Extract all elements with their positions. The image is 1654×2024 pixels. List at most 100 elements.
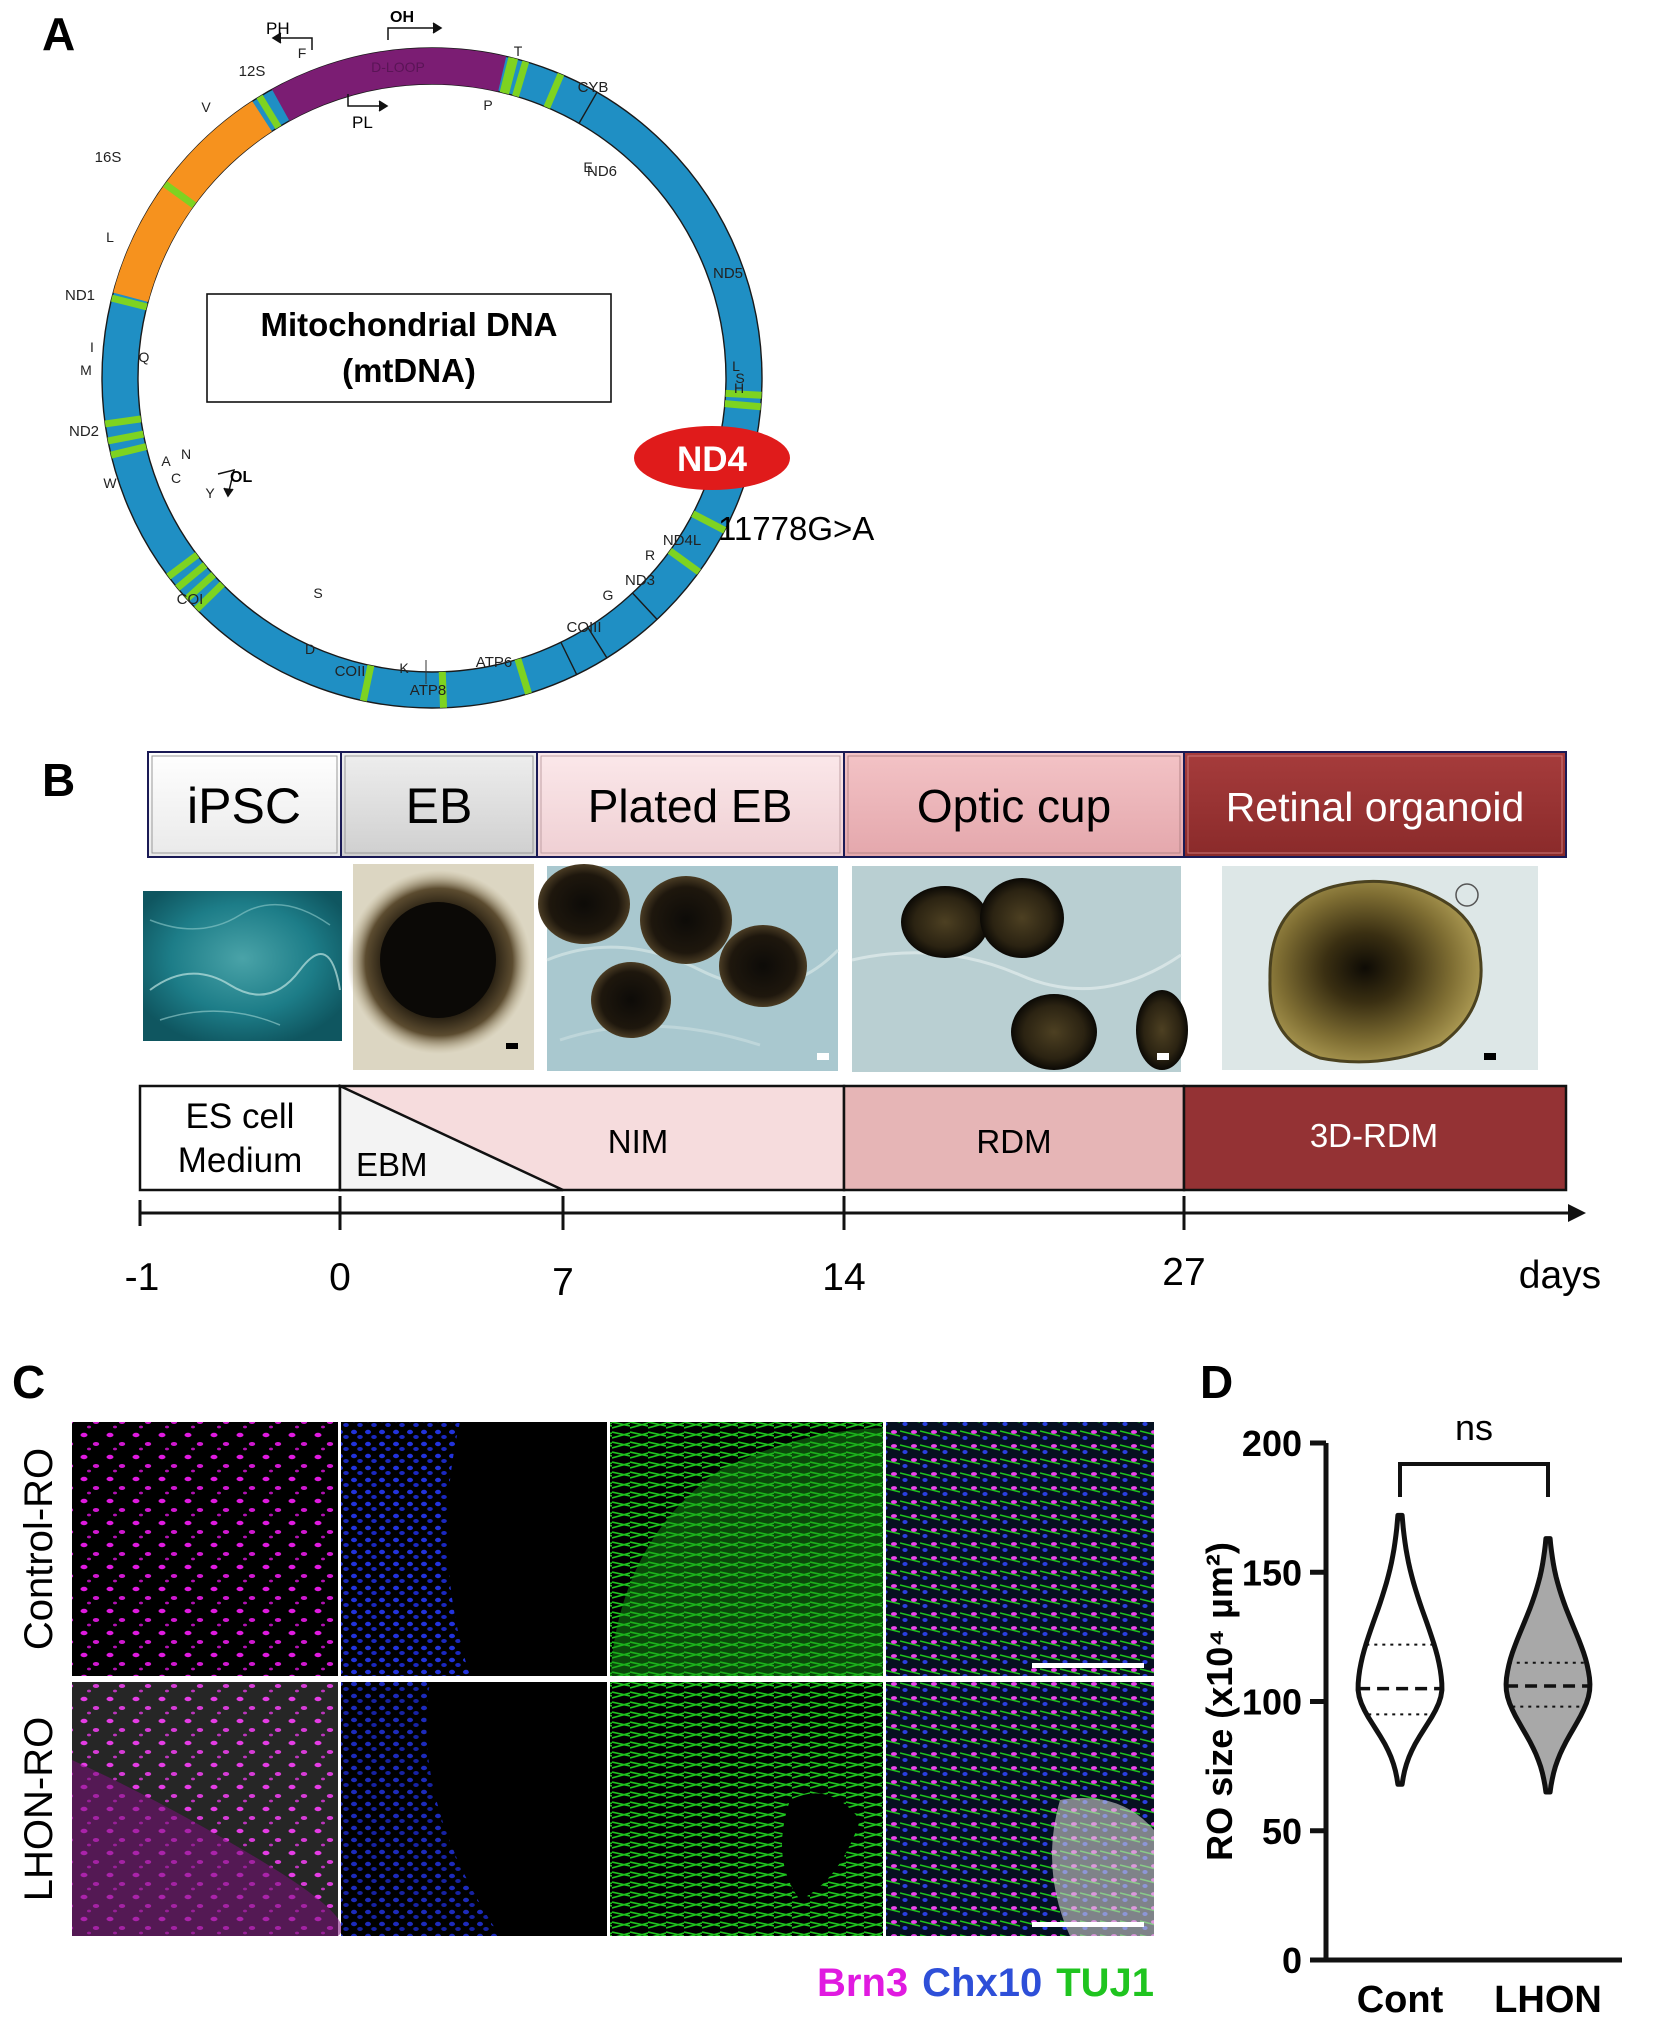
trna-label-h-16: H [734, 380, 744, 396]
micrograph-ipsc [143, 891, 342, 1041]
media-rdm [842, 1084, 1186, 1192]
stage-box-optic-cup [843, 751, 1185, 858]
media-rdm-label: RDM [976, 1123, 1051, 1160]
stain-control-brn3 [72, 1422, 338, 1676]
y-tick-label-50: 50 [1262, 1811, 1302, 1852]
mtdna-title-line1: Mitochondrial DNA [261, 306, 558, 343]
panel-label-c: C [12, 1356, 45, 1408]
violin-cont [1355, 1512, 1445, 1787]
gene-divider-2 [578, 91, 598, 124]
pl-arrow [347, 94, 389, 112]
stage-box-ipsc [147, 751, 342, 858]
significance-bracket [1398, 1462, 1550, 1497]
micrograph-optic-cup [851, 866, 1188, 1072]
timeline-tick-7: 7 [552, 1261, 574, 1304]
gene-label-nd3: ND3 [625, 572, 655, 589]
significance-label: ns [1455, 1407, 1493, 1448]
y-tick-label-150: 150 [1242, 1552, 1302, 1593]
micrograph-plated-eb [538, 864, 840, 1071]
dloop-label: D-LOOP [371, 59, 425, 75]
trna-label-t-20: T [514, 43, 523, 59]
gene-label-atp8: ATP8 [410, 682, 446, 699]
trna-label-w-6: W [103, 475, 117, 491]
gene-divider-1 [631, 592, 658, 620]
channel-legend-brn3: Brn3 [817, 1961, 908, 2005]
micrograph-eb [347, 864, 534, 1070]
gene-label-nd4l: ND4L [663, 532, 701, 549]
trna-label-n-8: N [181, 446, 191, 462]
immunostain-grid [70, 1420, 1156, 1938]
trna-band-16 [725, 389, 762, 399]
trna-band-13 [667, 547, 702, 575]
timeline-tick-27: 27 [1162, 1251, 1205, 1294]
trna-label-s-17: S [735, 370, 744, 386]
trna-band-14 [691, 510, 727, 534]
gene-divider-3 [560, 641, 578, 675]
timeline-unit: days [1519, 1254, 1601, 1297]
timeline: -1 0 7 14 27 days [125, 1196, 1601, 1304]
row-label-lhon-ro: LHON-RO [17, 1717, 61, 1901]
nd4-label: ND4 [677, 440, 748, 479]
y-tick-label-200: 200 [1242, 1423, 1302, 1464]
gene-label-nd6: ND6 [587, 163, 617, 180]
media-ebm-wedge [338, 1084, 564, 1192]
nd4-callout [634, 426, 790, 490]
oh-label: OH [390, 9, 414, 26]
trna-label-i-3: I [90, 339, 94, 355]
timeline-tick-14: 14 [822, 1256, 865, 1299]
trna-band-6 [166, 552, 200, 580]
stage-label-optic-cup: Optic cup [917, 780, 1111, 832]
gene-label-coiii: COIII [566, 619, 601, 636]
trna-label-q-4: Q [139, 349, 150, 365]
stage-box-eb [340, 751, 538, 858]
gene-label-12s: 12S [239, 63, 266, 80]
media-3d-rdm [1182, 1084, 1568, 1192]
stage-label-retinal-organoid: Retinal organoid [1226, 784, 1525, 830]
trna-band-0 [256, 94, 282, 130]
channel-legend-tuj1: TUJ1 [1056, 1961, 1154, 2005]
mtdna-map: 12S16SND1ND2COICOIIATP8ATP6COIIIND3ND4LN… [65, 9, 874, 709]
media-es-cell [138, 1084, 342, 1192]
trna-label-y-10: Y [205, 485, 215, 501]
trna-band-15 [724, 400, 762, 411]
trna-label-l-18: L [732, 358, 740, 374]
pl-label: PL [352, 113, 373, 132]
trna-band-1 [162, 181, 197, 209]
trna-label-p-21: P [483, 97, 492, 113]
y-tick-label-0: 0 [1282, 1940, 1302, 1981]
scale-bar-control [1032, 1663, 1144, 1668]
panel-label-d: D [1200, 1356, 1233, 1408]
ol-arrow [217, 468, 236, 498]
media-bar: ES cell Medium EBM NIM RDM 3D-RDM [138, 1084, 1568, 1192]
stage-box-plated-eb [536, 751, 845, 858]
gene-label-nd2: ND2 [69, 423, 99, 440]
trna-label-l-2: L [106, 229, 114, 245]
trna-label-m-5: M [80, 362, 92, 378]
trna-label-g-14: G [603, 587, 614, 603]
stage-label-plated-eb: Plated EB [588, 780, 793, 832]
trna-band-11 [438, 671, 448, 708]
stage-boxes: iPSC EB Plated EB Optic cup Retinal orga… [147, 751, 1567, 858]
trna-band-10 [359, 664, 375, 702]
trna-label-e-19: E [583, 159, 592, 175]
stage-box-retinal-organoid [1183, 751, 1567, 858]
trna-label-k-13: K [399, 660, 409, 676]
trna-band-12 [514, 658, 532, 695]
stain-control-merge [886, 1422, 1154, 1676]
trna-label-c-9: C [171, 470, 181, 486]
trna-band-p [512, 60, 530, 98]
media-ebm-label: EBM [356, 1146, 428, 1183]
trna-label-a-7: A [161, 453, 171, 469]
ph-label: PH [266, 19, 290, 38]
stage-label-ipsc: iPSC [187, 778, 301, 834]
gene-divider-0 [587, 626, 608, 659]
media-es-cell-line2: Medium [178, 1141, 302, 1180]
violin-lhon [1503, 1536, 1593, 1795]
trna-band-t [502, 57, 519, 95]
media-3d-rdm-label: 3D-RDM [1310, 1117, 1438, 1154]
trna-label-f-0: F [298, 45, 307, 61]
trna-label-s-11: S [313, 585, 322, 601]
